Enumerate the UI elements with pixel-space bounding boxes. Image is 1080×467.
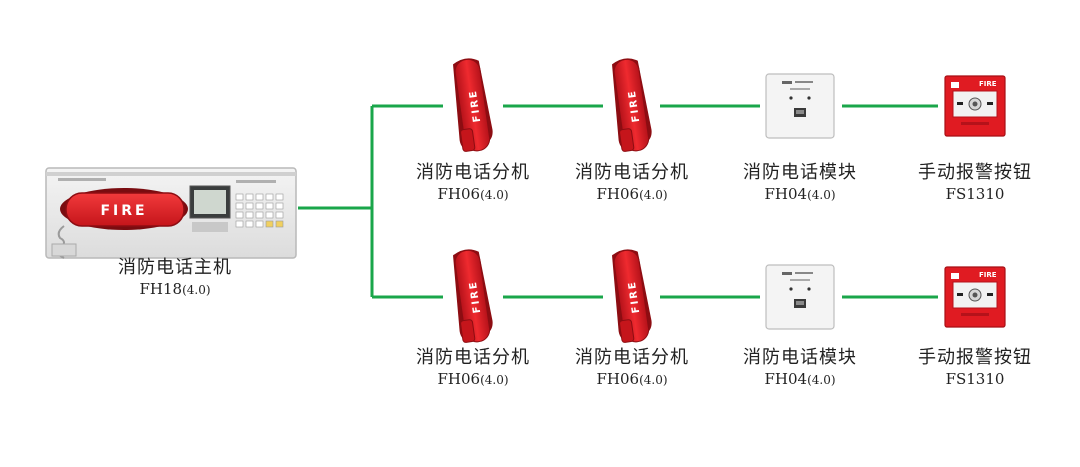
device-label: 消防电话分机 FH06(4.0) [403,162,543,205]
device-model: FH06(4.0) [437,370,509,388]
device-model: FH06(4.0) [596,370,668,388]
handset-fire-text: FIRE [627,280,642,314]
device-label: 消防电话分机 FH06(4.0) [562,162,702,205]
device-name: 手动报警按钮 [918,347,1032,368]
host-model: FH18(4.0) [139,280,211,298]
device-name: 消防电话模块 [743,347,857,368]
device-label: 手动报警按钮 FS1310 [905,347,1045,389]
fire-telephone-handset-icon: FIRE [453,249,493,343]
device-model: FS1310 [945,185,1005,203]
device-name: 消防电话模块 [743,162,857,183]
device-label: 消防电话分机 FH06(4.0) [562,347,702,390]
call-point-fire-text: FIRE [979,271,997,279]
telephone-jack-module-icon [765,73,835,139]
fire-telephone-handset-icon: FIRE [612,249,652,343]
device-model: FH06(4.0) [437,185,509,203]
device-model: FS1310 [945,370,1005,388]
handset-fire-text: FIRE [627,89,642,123]
device-model: FH06(4.0) [596,185,668,203]
device-name: 消防电话分机 [575,347,689,368]
device-model: FH04(4.0) [764,185,836,203]
device-name: 消防电话分机 [416,162,530,183]
host-label: 消防电话主机 FH18(4.0) [105,257,245,300]
host-keypad [235,193,284,228]
device-label: 手动报警按钮 FS1310 [905,162,1045,204]
device-name: 手动报警按钮 [918,162,1032,183]
device-model: FH04(4.0) [764,370,836,388]
telephone-jack-module-icon [765,264,835,330]
call-point-fire-text: FIRE [979,80,997,88]
device-name: 消防电话分机 [575,162,689,183]
device-label: 消防电话模块 FH04(4.0) [730,347,870,390]
host-name: 消防电话主机 [118,257,232,278]
device-label: 消防电话模块 FH04(4.0) [730,162,870,205]
handset-fire-text: FIRE [468,280,483,314]
manual-call-point-icon: FIRE [944,266,1006,328]
handset-fire-text: FIRE [468,89,483,123]
fire-telephone-handset-icon: FIRE [453,58,493,152]
device-icons: FIRE FIRE FIRE FIRE FIRE FIRE [453,58,1006,343]
device-label: 消防电话分机 FH06(4.0) [403,347,543,390]
device-name: 消防电话分机 [416,347,530,368]
host-fire-text: FIRE [100,203,147,219]
fire-telephone-host-icon: FIRE [45,167,297,259]
fire-telephone-handset-icon: FIRE [612,58,652,152]
manual-call-point-icon: FIRE [944,75,1006,137]
wiring-lines [298,104,938,299]
